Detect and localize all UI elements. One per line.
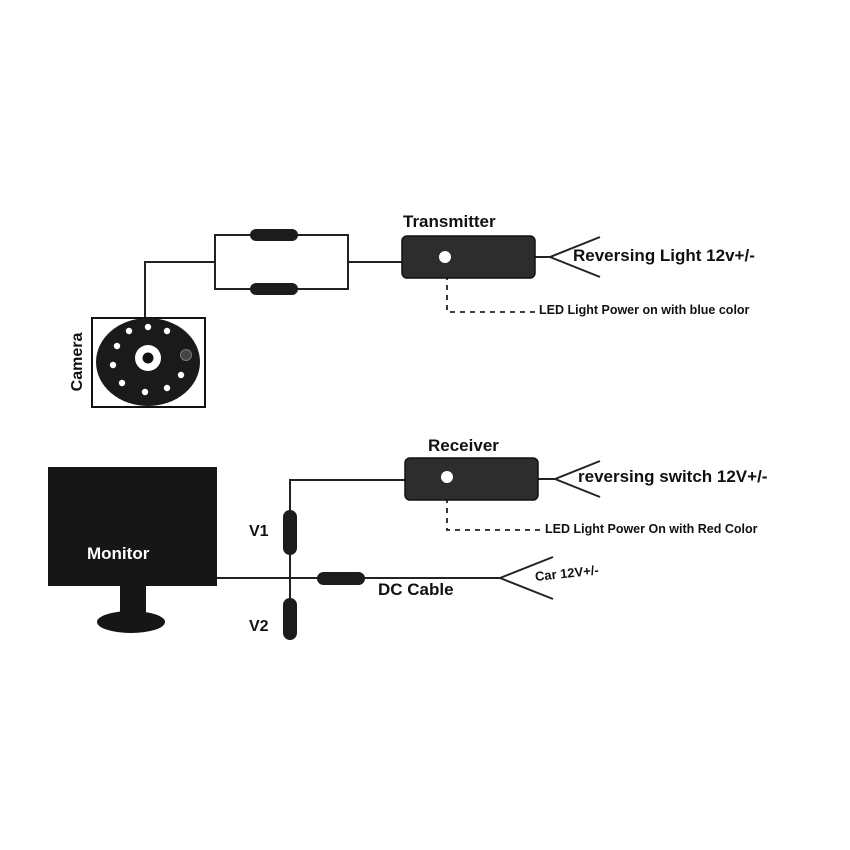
car-power-wire-1 (499, 556, 554, 579)
receiver-label: Receiver (428, 436, 499, 455)
v2-ferrite (283, 598, 297, 640)
receiver-led-leader (446, 498, 540, 531)
transmitter-led-note: LED Light Power on with blue color (539, 303, 750, 317)
receiver-cable (289, 479, 405, 640)
camera-cable-ferrite-bottom (250, 283, 298, 295)
receiver-led-note: LED Light Power On with Red Color (545, 522, 758, 536)
camera-cable-loop (214, 234, 349, 290)
car-power-wire-2 (499, 577, 554, 600)
receiver-input-wire-2 (554, 478, 601, 498)
transmitter-label: Transmitter (403, 212, 496, 231)
v1-ferrite (283, 510, 297, 555)
dc-cable-label: DC Cable (378, 580, 454, 599)
transmitter-led-icon (439, 251, 451, 263)
transmitter-box (401, 235, 536, 279)
monitor-label: Monitor (87, 544, 150, 563)
v1-label: V1 (249, 523, 269, 540)
receiver-input-label: reversing switch 12V+/- (578, 467, 768, 486)
camera-cable (144, 261, 215, 318)
transmitter-led-leader (446, 275, 535, 313)
camera-label: Camera (69, 332, 86, 392)
camera-icon (91, 317, 206, 408)
transmitter-input-wire-2 (549, 256, 601, 278)
receiver-led-icon (441, 471, 453, 483)
receiver-box (404, 457, 539, 501)
transmitter-input-label: Reversing Light 12v+/- (573, 246, 755, 265)
dc-cable-ferrite (317, 572, 365, 585)
camera-cable-ferrite-top (250, 229, 298, 241)
v2-label: V2 (249, 618, 269, 635)
monitor-icon (48, 467, 217, 633)
